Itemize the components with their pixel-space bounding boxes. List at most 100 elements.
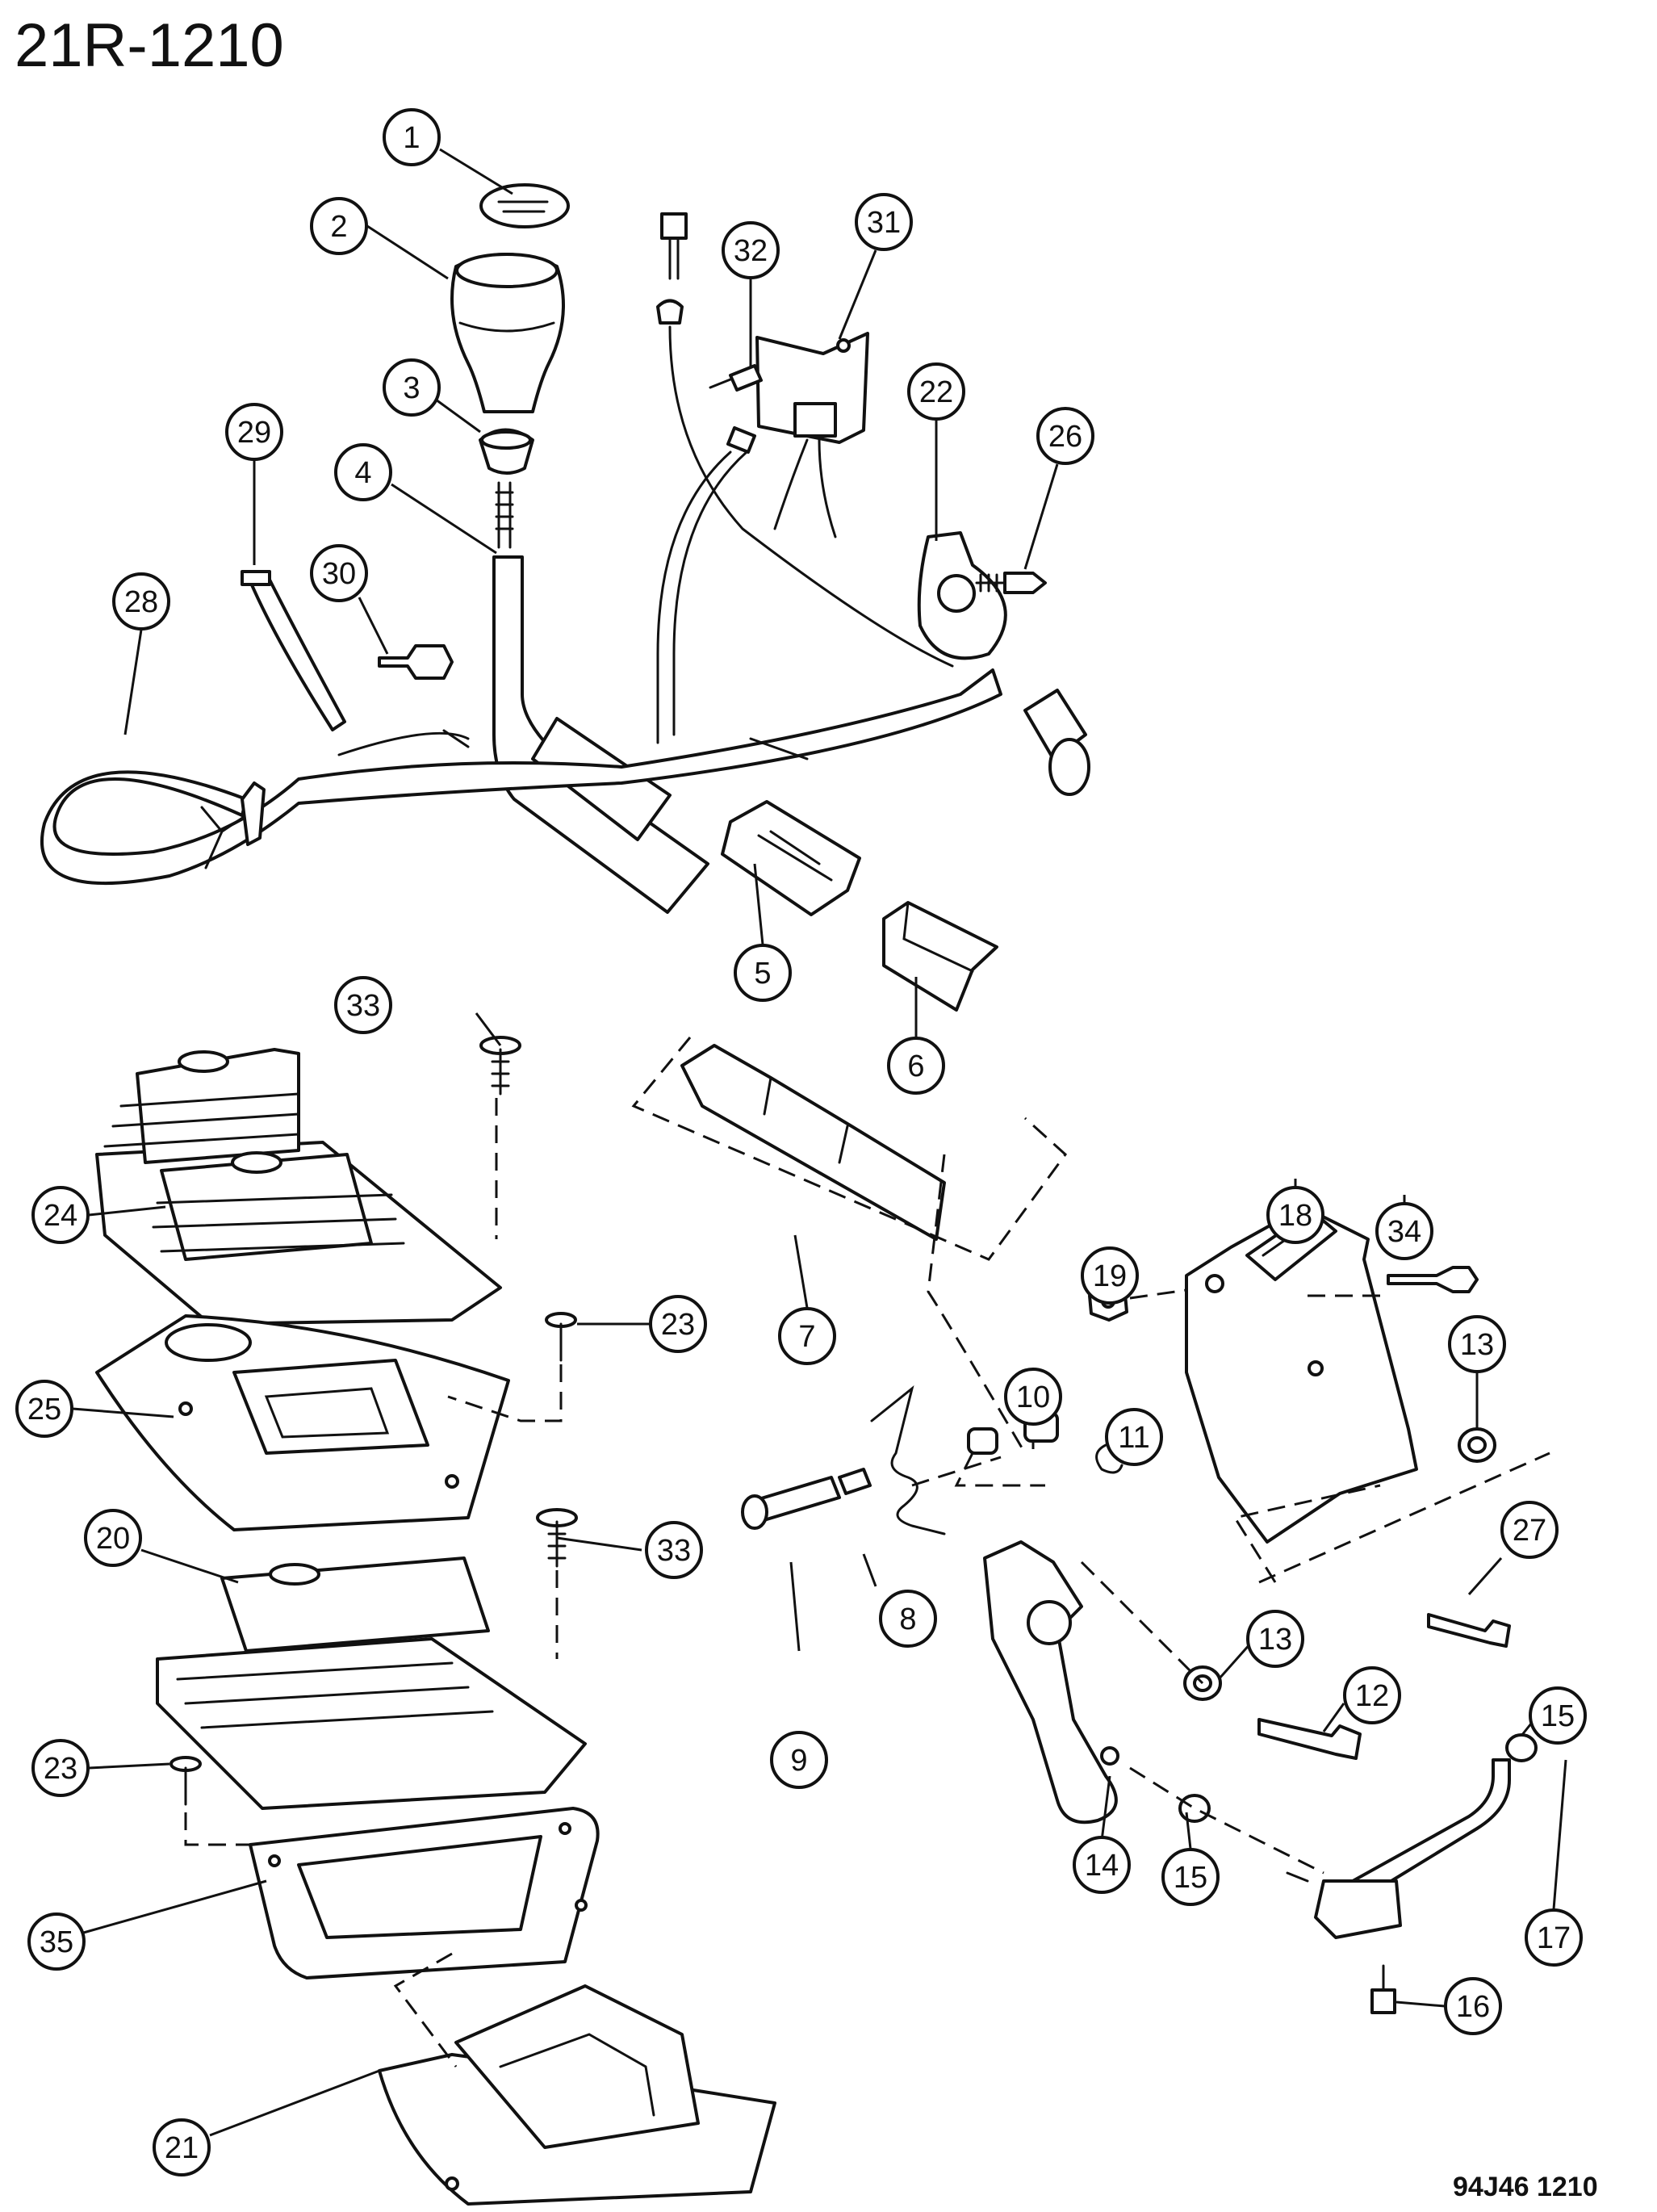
- part-lower-boot: [156, 1556, 587, 1810]
- part-harness-connector: [378, 644, 454, 680]
- diagram-title: 21R-1210: [15, 11, 284, 80]
- svg-text:26: 26: [1048, 420, 1082, 454]
- callout-2: 2: [310, 197, 368, 255]
- part-gasket: [249, 1807, 600, 1979]
- svg-text:17: 17: [1537, 1921, 1571, 1955]
- callout-31: 31: [855, 193, 913, 251]
- svg-text:10: 10: [1016, 1380, 1050, 1414]
- svg-text:29: 29: [237, 416, 271, 450]
- callout-14: 14: [1073, 1836, 1131, 1894]
- svg-text:22: 22: [919, 375, 953, 409]
- callout-10: 10: [1004, 1368, 1062, 1426]
- callout-33-upper: 33: [334, 976, 392, 1034]
- svg-text:23: 23: [44, 1752, 77, 1786]
- part-knob-emblem: [479, 183, 570, 228]
- callout-34: 34: [1375, 1202, 1433, 1260]
- svg-text:28: 28: [124, 585, 158, 619]
- part-wiring-harness: [40, 668, 1090, 886]
- svg-text:6: 6: [907, 1049, 924, 1083]
- svg-text:12: 12: [1355, 1679, 1389, 1713]
- callout-20: 20: [84, 1509, 142, 1567]
- part-shift-lever: [492, 481, 709, 914]
- callout-4: 4: [334, 443, 392, 501]
- svg-text:24: 24: [44, 1199, 77, 1233]
- part-washer-upper: [1505, 1733, 1538, 1762]
- part-tie-strap: [241, 570, 346, 731]
- part-grommet-upper: [1458, 1427, 1496, 1463]
- svg-text:20: 20: [96, 1522, 130, 1556]
- part-shift-rod: [1286, 1758, 1511, 1939]
- svg-text:8: 8: [899, 1602, 916, 1636]
- callout-7: 7: [778, 1307, 836, 1365]
- part-screw-16: [1370, 1964, 1396, 2014]
- callout-19: 19: [1081, 1246, 1139, 1305]
- svg-text:15: 15: [1541, 1699, 1575, 1733]
- svg-text:31: 31: [867, 206, 901, 240]
- callout-13-upper: 13: [1448, 1315, 1506, 1373]
- svg-text:14: 14: [1085, 1849, 1119, 1883]
- callout-6: 6: [887, 1037, 945, 1095]
- svg-text:4: 4: [354, 456, 371, 490]
- part-shifter-bracket: [1185, 1205, 1418, 1544]
- part-spring: [870, 1385, 946, 1535]
- svg-text:16: 16: [1456, 1990, 1490, 2024]
- svg-text:21: 21: [165, 2131, 199, 2165]
- callout-28: 28: [112, 572, 170, 631]
- callout-18: 18: [1266, 1186, 1324, 1244]
- callout-30: 30: [310, 544, 368, 602]
- svg-text:25: 25: [27, 1393, 61, 1426]
- svg-text:32: 32: [734, 234, 768, 268]
- callout-22: 22: [907, 362, 965, 421]
- part-bolt-34: [1387, 1266, 1479, 1293]
- callout-9: 9: [770, 1731, 828, 1789]
- callout-27: 27: [1500, 1501, 1559, 1559]
- callout-21: 21: [153, 2118, 211, 2176]
- callout-33-lower: 33: [645, 1521, 703, 1579]
- callout-26: 26: [1036, 407, 1094, 465]
- svg-text:34: 34: [1387, 1215, 1421, 1249]
- callout-35: 35: [27, 1912, 86, 1971]
- svg-text:9: 9: [790, 1744, 807, 1778]
- diagram-footer-code: 94J46 1210: [1453, 2172, 1598, 2202]
- part-knob-bushing: [479, 428, 534, 475]
- assembly-lines: [184, 1037, 1550, 2067]
- part-screw-23-lower: [169, 1756, 202, 1806]
- svg-text:19: 19: [1093, 1259, 1127, 1293]
- part-screw-23-upper: [545, 1312, 577, 1362]
- callout-8: 8: [879, 1590, 937, 1648]
- part-bolt-27: [1427, 1613, 1511, 1648]
- part-lower-boot-base: [378, 1984, 776, 2206]
- svg-text:2: 2: [330, 210, 347, 244]
- callout-23-upper: 23: [649, 1295, 707, 1353]
- part-shift-knob: [450, 253, 565, 413]
- svg-text:1: 1: [403, 121, 420, 155]
- callout-15-upper: 15: [1529, 1686, 1587, 1745]
- part-shoulder-bolt: [1257, 1718, 1362, 1760]
- callout-15-lower: 15: [1161, 1848, 1220, 1906]
- svg-text:33: 33: [346, 989, 380, 1023]
- part-retaining-clip: [1095, 1443, 1123, 1474]
- svg-text:11: 11: [1118, 1421, 1149, 1455]
- callout-25: 25: [15, 1380, 73, 1438]
- svg-text:13: 13: [1460, 1328, 1494, 1362]
- callout-13-lower: 13: [1246, 1610, 1304, 1668]
- callout-3: 3: [383, 358, 441, 417]
- svg-text:3: 3: [403, 371, 420, 405]
- part-screw-33-lower: [536, 1508, 578, 1568]
- callout-29: 29: [225, 403, 283, 461]
- svg-text:33: 33: [657, 1534, 691, 1568]
- part-upper-boot: [95, 1048, 502, 1326]
- callout-11: 11: [1105, 1408, 1163, 1466]
- part-pivot-pin: [741, 1468, 872, 1530]
- callout-17: 17: [1525, 1908, 1583, 1967]
- svg-text:5: 5: [754, 957, 771, 991]
- svg-text:18: 18: [1278, 1199, 1312, 1233]
- part-screw-32: [709, 364, 763, 392]
- part-screw-33-upper: [479, 1036, 521, 1096]
- part-selector-plate: [721, 800, 861, 916]
- part-lever-arm: [983, 1540, 1119, 1824]
- svg-text:7: 7: [798, 1320, 815, 1354]
- svg-text:13: 13: [1258, 1623, 1292, 1657]
- callout-bubbles: 1 2 3 4 5 6 7 8 9 10 11 12 13 13 14 15 1…: [15, 108, 1587, 2176]
